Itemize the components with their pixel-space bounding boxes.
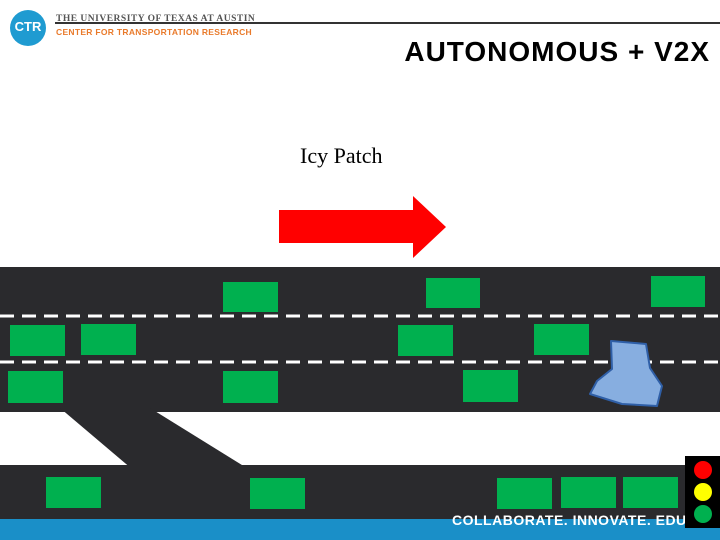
ramp bbox=[60, 408, 250, 480]
university-name: THE UNIVERSITY OF TEXAS AT AUSTIN bbox=[56, 14, 256, 24]
page-title: AUTONOMOUS + V2X bbox=[404, 36, 710, 67]
vehicle bbox=[426, 278, 480, 308]
vehicle bbox=[46, 477, 101, 508]
yellow-light bbox=[694, 483, 712, 501]
vehicle bbox=[534, 324, 589, 355]
vehicle bbox=[497, 478, 552, 509]
center-name: CENTER FOR TRANSPORTATION RESEARCH bbox=[56, 27, 252, 37]
vehicle bbox=[623, 477, 678, 508]
footer-slogan: COLLABORATE. INNOVATE. EDUC bbox=[452, 512, 698, 528]
vehicle bbox=[8, 371, 63, 403]
direction-arrow bbox=[279, 196, 446, 258]
vehicle bbox=[223, 282, 278, 312]
ctr-logo-letters: CTR bbox=[14, 19, 42, 34]
vehicle bbox=[398, 325, 453, 356]
vehicle bbox=[81, 324, 136, 355]
vehicle bbox=[561, 477, 616, 508]
vehicle bbox=[223, 371, 278, 403]
red-light bbox=[694, 461, 712, 479]
icy-patch-label: Icy Patch bbox=[300, 143, 383, 168]
ctr-logo bbox=[10, 10, 46, 46]
vehicle bbox=[250, 478, 305, 509]
icy-patch bbox=[589, 340, 663, 407]
traffic-light-icon bbox=[685, 456, 720, 528]
footer-bar bbox=[0, 519, 720, 540]
header-rule bbox=[55, 22, 720, 24]
vehicle bbox=[463, 370, 518, 402]
green-light bbox=[694, 505, 712, 523]
vehicle bbox=[10, 325, 65, 356]
vehicle bbox=[651, 276, 705, 307]
